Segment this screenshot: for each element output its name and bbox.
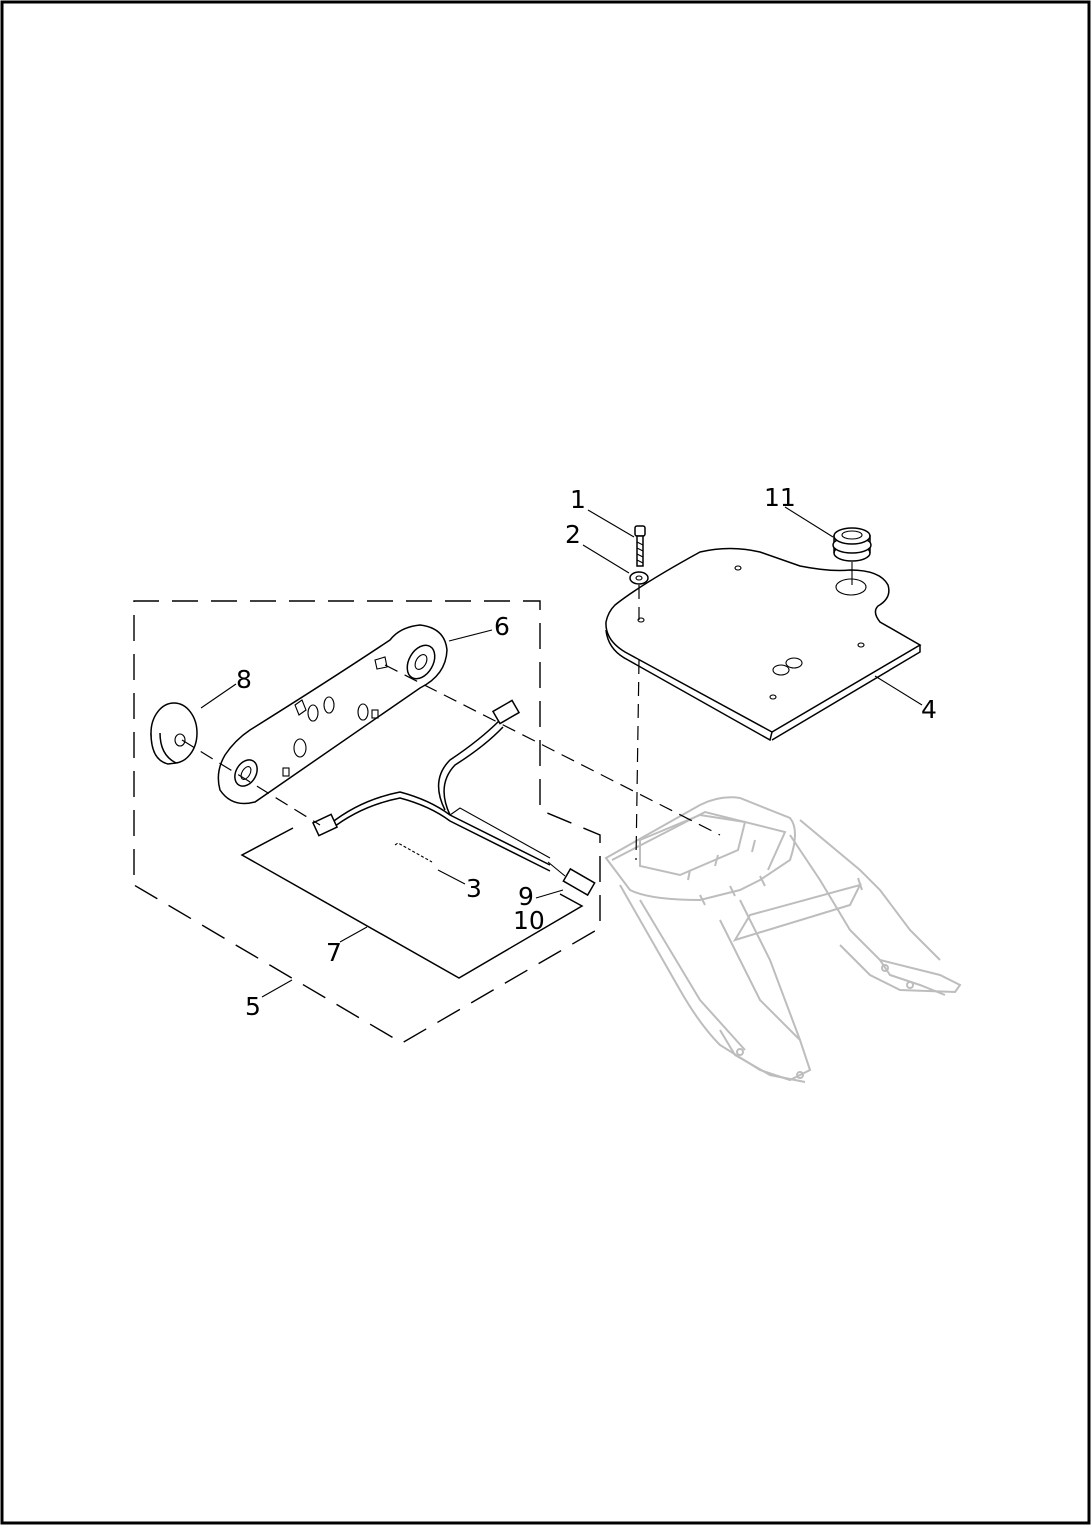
- lamp-part-8: [150, 702, 198, 765]
- assembly-center-lines: [181, 585, 721, 861]
- callout-9: 9: [518, 882, 534, 911]
- wire-harness: [311, 699, 596, 897]
- grommet-part-11: [832, 527, 872, 585]
- light-bar-part-6: [217, 624, 448, 805]
- kit-boundary-dashed: [133, 600, 601, 1044]
- callout-4: 4: [921, 695, 937, 724]
- washer-part-2: [629, 571, 649, 585]
- mounting-plate-part-4: [605, 547, 922, 742]
- callout-5: 5: [245, 992, 261, 1021]
- callout-6: 6: [494, 612, 510, 641]
- callout-3: 3: [466, 874, 482, 903]
- callout-1: 1: [570, 485, 586, 514]
- bolt-part-1: [634, 525, 646, 567]
- callout-2: 2: [565, 520, 581, 549]
- leader-lines: [200, 506, 923, 998]
- cable-strap-part-3: [394, 842, 433, 863]
- callout-10: 10: [513, 906, 545, 935]
- bag-outline-part-7: [240, 827, 584, 979]
- callout-8: 8: [236, 665, 252, 694]
- frame-rail-ghost: [604, 796, 962, 1083]
- callout-7: 7: [326, 938, 342, 967]
- callout-11: 11: [764, 483, 796, 512]
